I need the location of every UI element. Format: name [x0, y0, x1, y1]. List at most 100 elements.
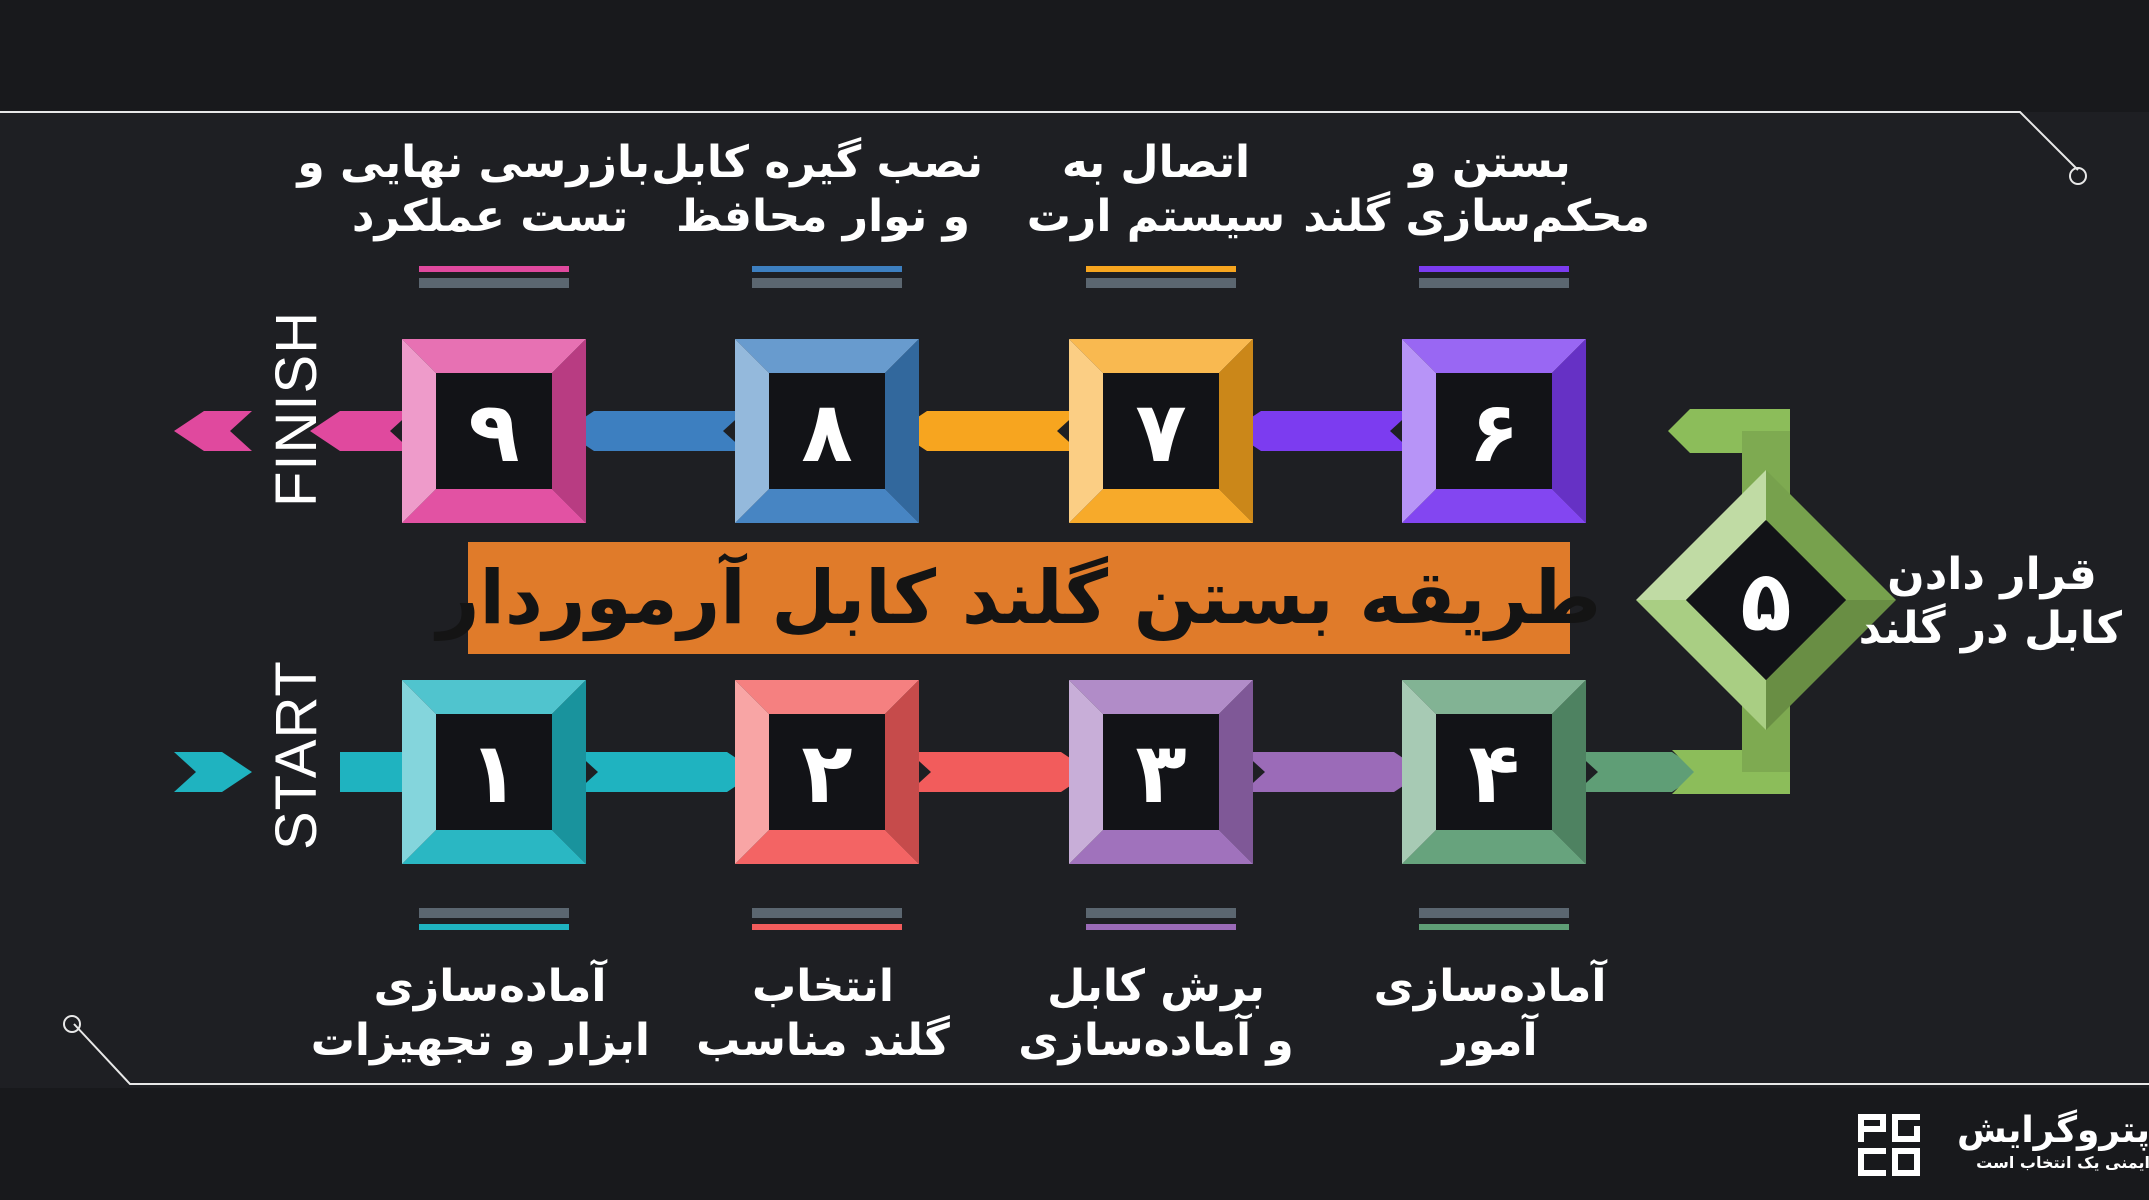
step-8-bevel-bottom [735, 489, 919, 523]
step-7-bevel-left [1069, 339, 1103, 523]
step-3-bevel-left [1069, 680, 1103, 864]
step-8-gray-bar [752, 278, 902, 288]
step-8-bars [752, 266, 902, 288]
step-3-out-arrow [1243, 752, 1424, 792]
step-1-number: ۱ [468, 724, 519, 822]
step-2-bevel-bottom [735, 830, 919, 864]
brand-tagline: ایمنی یک انتخاب است [1976, 1153, 2149, 1172]
step-2-line2: گلند مناسب [696, 1015, 950, 1066]
step-6-inner [1436, 373, 1552, 489]
step-7-line1: اتصال به [1061, 137, 1251, 188]
bottom-band [0, 1088, 2149, 1200]
step-6-number: ۶ [1468, 383, 1519, 481]
step-4-bevel-left [1402, 680, 1436, 864]
step-8-line1: نصب گیره کابل [651, 137, 983, 188]
step-5-label: قرار دادن کابل در گلند [1858, 548, 2122, 656]
step-6-accent-bar [1419, 266, 1569, 272]
step-4-line2: آمور [1442, 1015, 1538, 1066]
step-3-bars [1086, 908, 1236, 930]
step-6-label: بستن و محکم‌سازی گلند [1303, 136, 1650, 244]
step-8-label: نصب گیره کابل و نوار محافظ [651, 136, 983, 244]
step-5-bevel-nw [1636, 470, 1766, 600]
step-7-bevel-top [1069, 339, 1253, 373]
step-5-line1: قرار دادن [1887, 549, 2097, 600]
step-1-bevel-top [402, 680, 586, 714]
step-1-bevel-bottom [402, 830, 586, 864]
step-5-line2: کابل در گلند [1858, 603, 2122, 654]
step-8-bevel-left [735, 339, 769, 523]
step-8-bevel-top [735, 339, 919, 373]
step-2-label: انتخاب گلند مناسب [663, 960, 983, 1068]
step-3-line2: و آماده‌سازی [1018, 1015, 1294, 1066]
step-9-bars [419, 266, 569, 288]
step-8-out-arrow [564, 411, 745, 451]
step-2-out-arrow [909, 752, 1091, 792]
step-2-bars [752, 908, 902, 930]
step-2-inner [769, 714, 885, 830]
step-1-line1: آماده‌سازی [373, 961, 607, 1012]
step-4-bevel-top [1402, 680, 1586, 714]
step-3-bevel-right [1219, 680, 1253, 864]
finish-tail-arrow [174, 411, 252, 451]
step-6-line2: محکم‌سازی گلند [1303, 191, 1650, 242]
step-1-box: ۱ [402, 680, 586, 864]
step-9-inner [436, 373, 552, 489]
step-5-box: ۵ [1636, 470, 1896, 730]
step-9-line2: تست عملکرد [351, 191, 629, 242]
step-6-line1: بستن و [1409, 137, 1571, 188]
step-3-gray-bar [1086, 908, 1236, 918]
step-3-number: ۳ [1135, 724, 1186, 822]
step-8-inner [769, 373, 885, 489]
step-5-inner [1686, 520, 1846, 680]
step-4-gray-bar [1419, 908, 1569, 918]
step-4-accent-bar [1419, 924, 1569, 930]
step-4-inner [1436, 714, 1552, 830]
brand-text: پتروگرایش ایمنی یک انتخاب است [1940, 1110, 2149, 1174]
step-7-out-arrow [897, 411, 1079, 451]
step-9-out-arrow [310, 411, 412, 451]
step-9-accent-bar [419, 266, 569, 272]
step-9-gray-bar [419, 278, 569, 288]
step-4-label: آماده‌سازی آمور [1330, 960, 1650, 1068]
start-label: START [264, 660, 329, 850]
step-3-bevel-top [1069, 680, 1253, 714]
brand-mark-icon [1858, 1114, 1920, 1176]
step-3-line1: برش کابل [1047, 961, 1265, 1012]
step-8-number: ۸ [801, 383, 852, 481]
step-4-bars [1419, 908, 1569, 930]
page-title: طریقه بستن گلند کابل آرموردار [436, 555, 1602, 641]
step-2-bevel-top [735, 680, 919, 714]
step-8-box: ۸ [735, 339, 919, 523]
step-1-accent-bar [419, 924, 569, 930]
step-7-number: ۷ [1135, 383, 1186, 481]
step-3-inner [1103, 714, 1219, 830]
step-9-bevel-left [402, 339, 436, 523]
flow-layer [174, 409, 1790, 794]
step-1-bevel-left [402, 680, 436, 864]
step-5-bevel-se [1766, 600, 1896, 730]
step-2-bevel-right [885, 680, 919, 864]
step-4-bevel-right [1552, 680, 1586, 864]
step-6-box: ۶ [1402, 339, 1586, 523]
step-6-bars [1419, 266, 1569, 288]
step-4-out-arrow [1576, 752, 1702, 792]
step-1-bevel-right [552, 680, 586, 864]
step-5-bevel-ne [1766, 470, 1896, 600]
step-7-accent-bar [1086, 266, 1236, 272]
step-8-accent-bar [752, 266, 902, 272]
step-6-gray-bar [1419, 278, 1569, 288]
step-1-bars [419, 908, 569, 930]
step-4-box: ۴ [1402, 680, 1586, 864]
step-7-label: اتصال به سیستم ارت [996, 136, 1316, 244]
step-1-in-band [340, 752, 402, 792]
step-6-bevel-bottom [1402, 489, 1586, 523]
step-7-bars [1086, 266, 1236, 288]
step-6-bevel-top [1402, 339, 1586, 373]
step-3-accent-bar [1086, 924, 1236, 930]
title-banner: طریقه بستن گلند کابل آرموردار [437, 542, 1601, 654]
step-7-line2: سیستم ارت [1026, 191, 1286, 242]
brand-name: پتروگرایش [1956, 1110, 2149, 1151]
step-3-box: ۳ [1069, 680, 1253, 864]
step-4-number: ۴ [1468, 724, 1519, 822]
